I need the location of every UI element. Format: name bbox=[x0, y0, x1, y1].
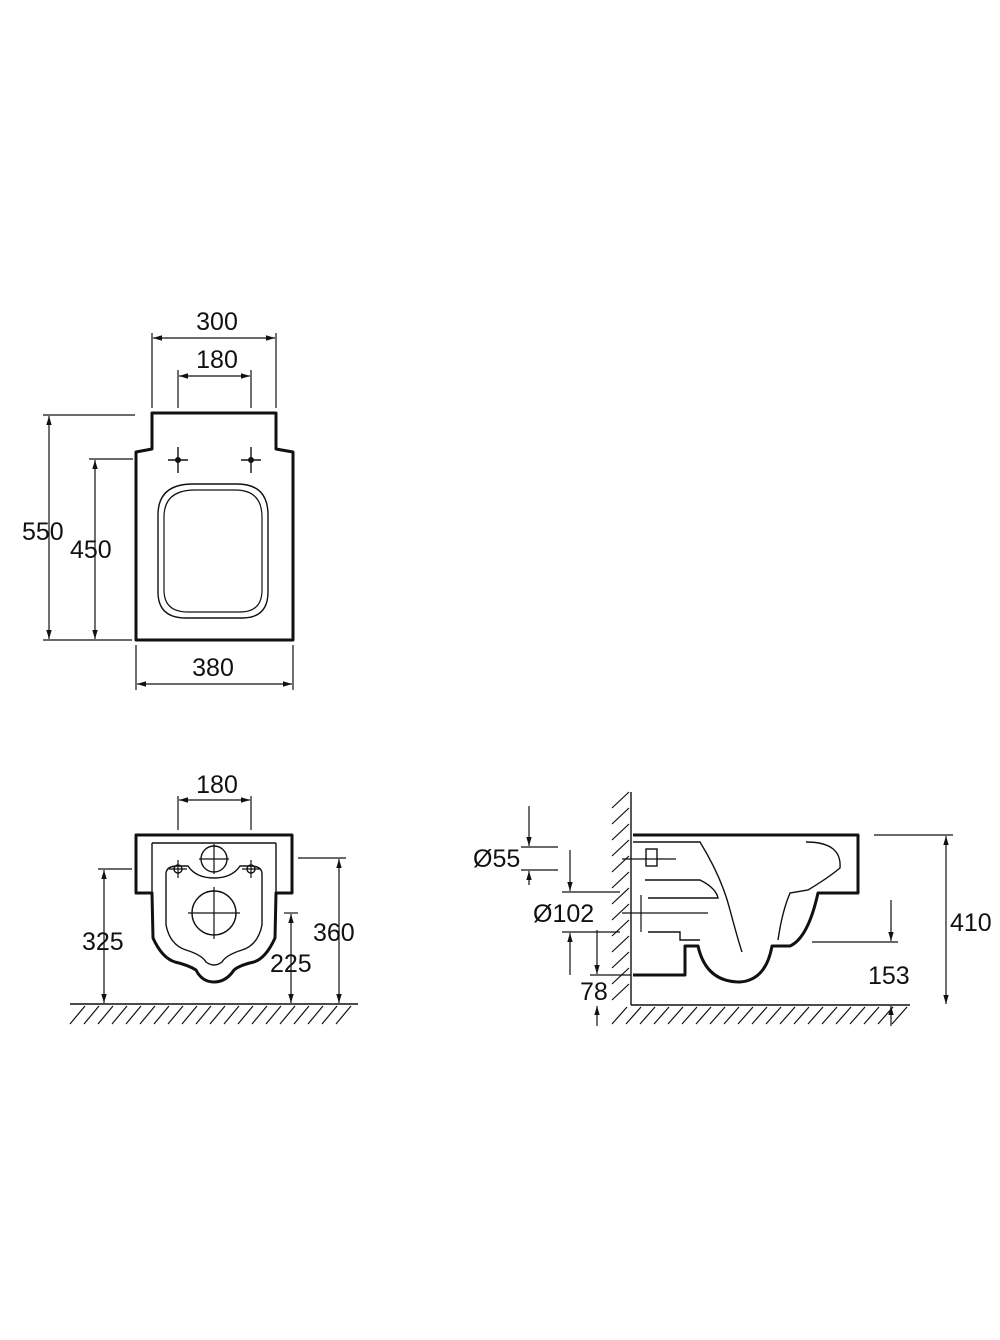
fixing-hole-icon bbox=[241, 447, 261, 473]
dim-label-450: 450 bbox=[70, 536, 112, 564]
dim-label-410: 410 bbox=[950, 909, 992, 937]
dimension-360: 360 bbox=[298, 857, 355, 1003]
dimension-550: 550 bbox=[22, 414, 135, 641]
dim-label-380: 380 bbox=[192, 654, 234, 682]
dimension-380: 380 bbox=[135, 645, 294, 690]
dim-label-550: 550 bbox=[22, 518, 64, 546]
dim-label-180-top: 180 bbox=[196, 346, 238, 374]
fixing-hole-icon bbox=[242, 860, 260, 878]
front-view: 180 325 360 225 bbox=[69, 771, 358, 1025]
dim-label-225: 225 bbox=[270, 950, 312, 978]
dim-label-153: 153 bbox=[868, 962, 910, 990]
side-outlet-line bbox=[648, 931, 700, 941]
side-trap-line bbox=[645, 879, 719, 899]
dimension-d55: Ø55 bbox=[473, 806, 558, 885]
fixing-hole-icon bbox=[169, 860, 187, 878]
dimension-325: 325 bbox=[82, 868, 132, 1003]
dim-label-180-front: 180 bbox=[196, 771, 238, 799]
dim-label-300: 300 bbox=[196, 308, 238, 336]
dimension-410: 410 bbox=[874, 834, 992, 1004]
side-rim-line bbox=[777, 841, 841, 941]
front-view-outline bbox=[134, 833, 294, 984]
dimension-180-front: 180 bbox=[177, 771, 252, 830]
dimension-78: 78 bbox=[580, 930, 631, 1026]
seat-outline bbox=[157, 483, 269, 619]
wall-hatch bbox=[611, 791, 630, 1001]
dimension-153: 153 bbox=[812, 900, 910, 1026]
dimension-180-top: 180 bbox=[177, 346, 252, 408]
inlet-pipe-icon bbox=[645, 848, 658, 867]
dim-label-d55: Ø55 bbox=[473, 845, 520, 873]
side-view: Ø55 Ø102 78 410 153 bbox=[473, 791, 992, 1026]
dimension-225: 225 bbox=[270, 912, 312, 1003]
dimension-300: 300 bbox=[151, 308, 277, 408]
dimension-450: 450 bbox=[70, 458, 133, 639]
fixing-hole-icon bbox=[168, 447, 188, 473]
top-view-outline bbox=[134, 411, 295, 642]
seat-inner-outline bbox=[163, 489, 263, 613]
floor-hatch bbox=[69, 1005, 352, 1025]
dimension-d102: Ø102 bbox=[533, 850, 620, 975]
side-inner-line bbox=[633, 841, 743, 953]
side-view-outline bbox=[633, 833, 860, 984]
top-view: 300 180 550 450 380 bbox=[22, 308, 295, 690]
dim-label-78: 78 bbox=[580, 978, 608, 1006]
dim-label-325: 325 bbox=[82, 928, 124, 956]
dim-label-360: 360 bbox=[313, 919, 355, 947]
front-inner-outline bbox=[165, 865, 263, 966]
floor-hatch-side bbox=[611, 1006, 908, 1025]
dim-label-d102: Ø102 bbox=[533, 900, 594, 928]
